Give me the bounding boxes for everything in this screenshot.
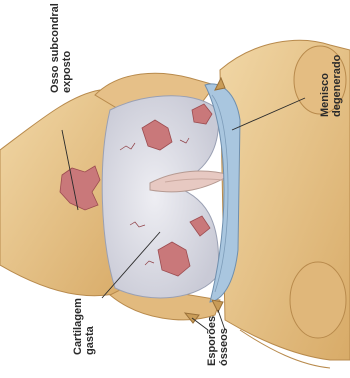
tibia-knob-bottom — [290, 262, 346, 338]
label-menisco-degenerado: Menisco degenerado — [319, 53, 345, 117]
label-cartilagem-gasta: Cartilagem gasta — [72, 295, 98, 355]
label-osso-subcondral: Osso subcondral exposto — [49, 13, 75, 93]
label-esporoes-osseos: Esporões ósseos — [206, 320, 232, 366]
